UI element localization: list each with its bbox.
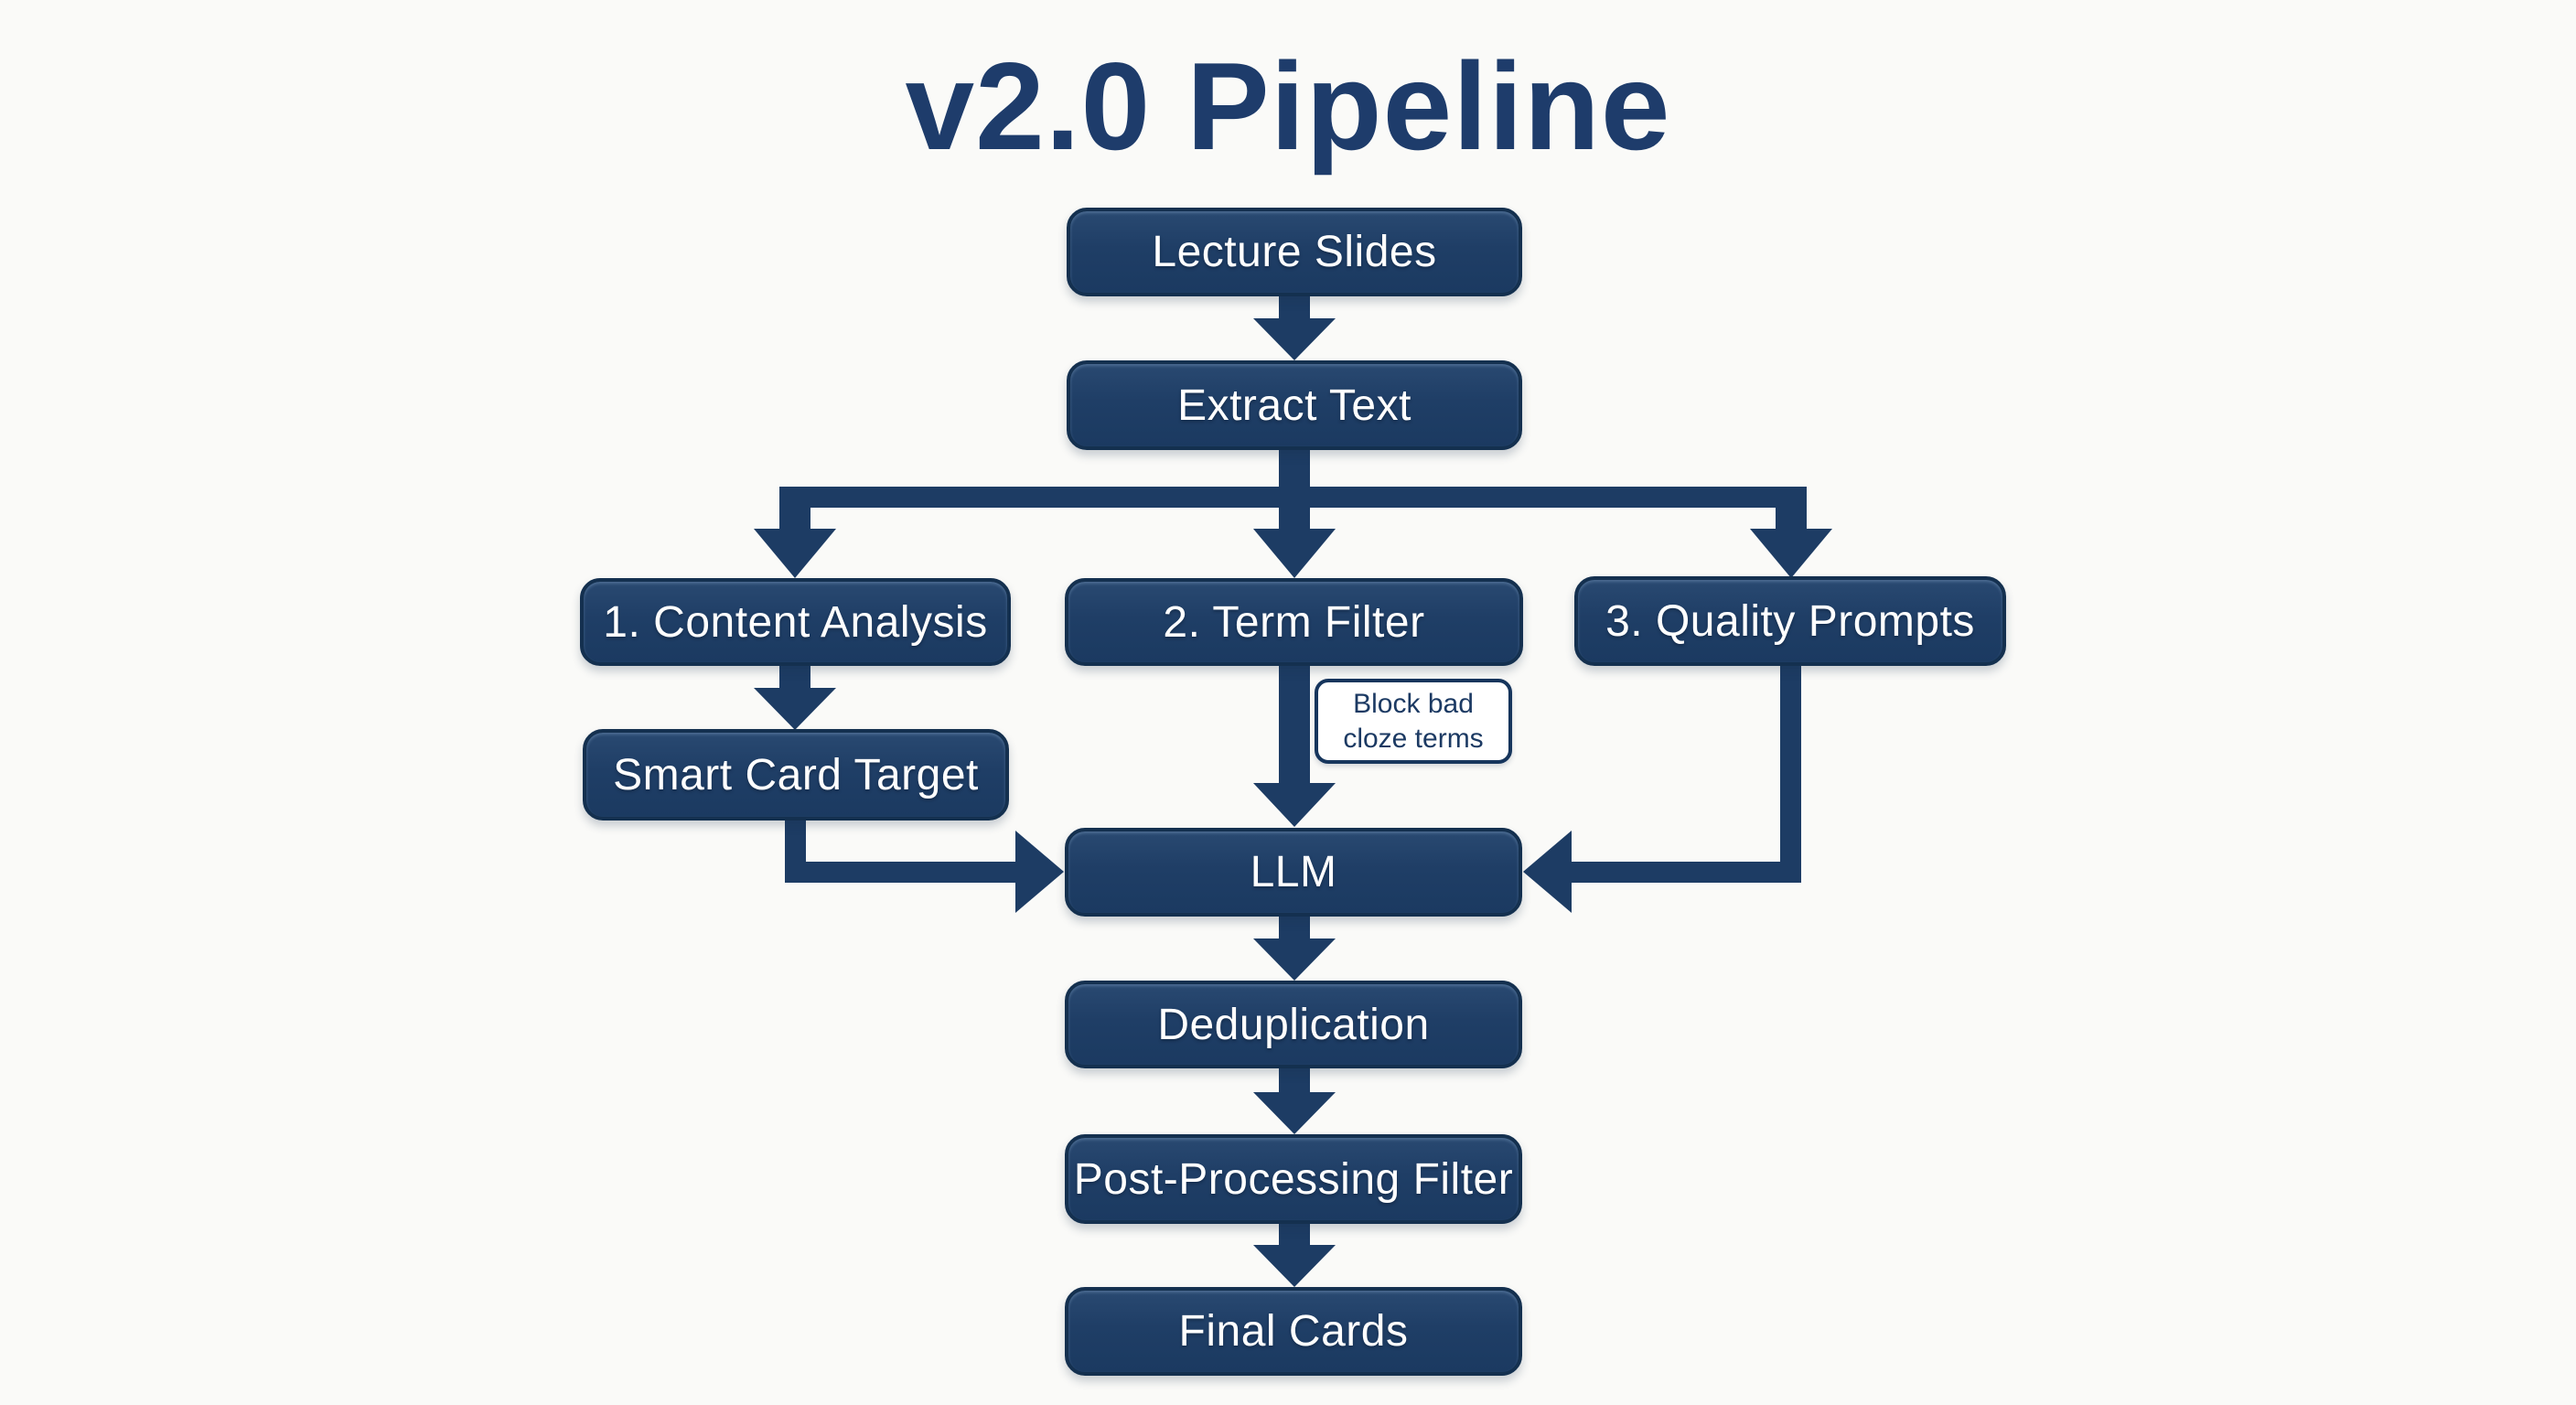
edge-term-to-llm bbox=[1253, 664, 1336, 827]
node-post-processing-filter: Post-Processing Filter bbox=[1065, 1134, 1522, 1224]
node-term-filter: 2. Term Filter bbox=[1065, 578, 1523, 666]
edge-content-to-smart bbox=[754, 664, 836, 730]
diagram-title: v2.0 Pipeline bbox=[905, 37, 1671, 176]
node-smart-card-target-label: Smart Card Target bbox=[613, 750, 979, 799]
node-lecture-slides-label: Lecture Slides bbox=[1152, 228, 1437, 276]
node-extract-text: Extract Text bbox=[1067, 360, 1522, 450]
node-content-analysis: 1. Content Analysis bbox=[580, 578, 1011, 666]
annotation-line2: cloze terms bbox=[1343, 723, 1484, 754]
node-llm-label: LLM bbox=[1250, 848, 1337, 896]
node-final-cards-label: Final Cards bbox=[1178, 1307, 1409, 1356]
node-smart-card-target: Smart Card Target bbox=[583, 729, 1009, 820]
node-term-filter-label: 2. Term Filter bbox=[1163, 597, 1425, 647]
node-llm: LLM bbox=[1065, 828, 1522, 917]
edge-llm-to-dedup bbox=[1253, 915, 1336, 981]
edge-ppf-to-final bbox=[1253, 1222, 1336, 1287]
node-post-processing-filter-label: Post-Processing Filter bbox=[1073, 1154, 1514, 1204]
node-content-analysis-label: 1. Content Analysis bbox=[603, 597, 988, 647]
edge-lecture-to-extract bbox=[1253, 295, 1336, 360]
edge-extract-to-branches bbox=[754, 448, 1832, 578]
node-deduplication-label: Deduplication bbox=[1157, 1000, 1430, 1049]
node-quality-prompts: 3. Quality Prompts bbox=[1574, 576, 2006, 666]
node-lecture-slides: Lecture Slides bbox=[1067, 208, 1522, 296]
node-deduplication: Deduplication bbox=[1065, 981, 1522, 1068]
edge-dedup-to-ppf bbox=[1253, 1067, 1336, 1134]
edge-quality-to-llm bbox=[1523, 664, 1801, 913]
node-final-cards: Final Cards bbox=[1065, 1287, 1522, 1376]
annotation-line1: Block bad bbox=[1353, 688, 1474, 719]
annotation-block-bad-cloze-terms: Block bad cloze terms bbox=[1315, 679, 1512, 764]
node-extract-text-label: Extract Text bbox=[1177, 381, 1411, 430]
edge-smart-to-llm bbox=[785, 819, 1064, 913]
node-quality-prompts-label: 3. Quality Prompts bbox=[1605, 596, 1975, 646]
